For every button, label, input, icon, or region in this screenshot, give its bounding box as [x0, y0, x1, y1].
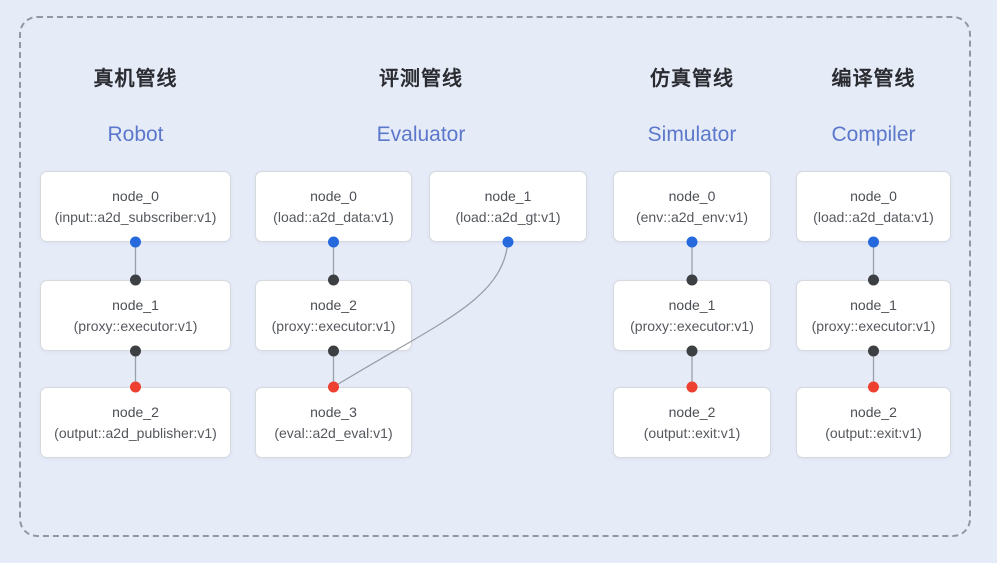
node-name: node_2	[850, 403, 897, 420]
node-name: node_3	[310, 403, 357, 420]
node-box-simulator-node2: node_2 (output::exit:v1)	[613, 387, 771, 458]
node-name: node_2	[668, 403, 716, 420]
node-box-compiler-node2: node_2 (output::exit:v1)	[796, 387, 951, 458]
node-type: (output::a2d_publisher:v1)	[54, 424, 217, 441]
node-box-simulator-node1: node_1 (proxy::executor:v1)	[613, 280, 771, 351]
node-type: (output::exit:v1)	[825, 424, 922, 441]
node-box-compiler-node1: node_1 (proxy::executor:v1)	[796, 280, 951, 351]
node-type: (proxy::executor:v1)	[811, 317, 936, 334]
node-name: node_0	[112, 187, 159, 204]
pipeline-title-zh-compiler: 编译管线	[831, 68, 916, 90]
pipeline-title-en-evaluator: Evaluator	[376, 123, 466, 146]
node-box-compiler-node0: node_0 (load::a2d_data:v1)	[796, 171, 951, 242]
node-name: node_1	[668, 296, 716, 313]
node-box-robot-node2: node_2 (output::a2d_publisher:v1)	[40, 387, 231, 458]
node-name: node_2	[310, 296, 357, 313]
node-box-evaluator-node3: node_3 (eval::a2d_eval:v1)	[255, 387, 412, 458]
pipeline-title-en-compiler: Compiler	[831, 123, 916, 146]
node-box-simulator-node0: node_0 (env::a2d_env:v1)	[613, 171, 771, 242]
dashed-border-frame	[19, 16, 971, 537]
node-name: node_0	[310, 187, 357, 204]
node-name: node_1	[484, 187, 532, 204]
node-type: (eval::a2d_eval:v1)	[274, 424, 393, 441]
node-name: node_1	[112, 296, 159, 313]
pipeline-title-zh-robot: 真机管线	[93, 68, 178, 90]
pipeline-title-en-robot: Robot	[107, 123, 164, 146]
node-name: node_0	[850, 187, 897, 204]
node-type: (proxy::executor:v1)	[630, 317, 754, 334]
node-type: (env::a2d_env:v1)	[635, 208, 749, 225]
node-box-evaluator-node2: node_2 (proxy::executor:v1)	[255, 280, 412, 351]
node-name: node_2	[112, 403, 159, 420]
node-type: (proxy::executor:v1)	[271, 317, 396, 334]
node-type: (output::exit:v1)	[643, 424, 741, 441]
node-box-evaluator-node1: node_1 (load::a2d_gt:v1)	[429, 171, 587, 242]
node-box-robot-node1: node_1 (proxy::executor:v1)	[40, 280, 231, 351]
node-box-evaluator-node0: node_0 (load::a2d_data:v1)	[255, 171, 412, 242]
node-type: (load::a2d_gt:v1)	[455, 208, 561, 225]
pipeline-title-zh-simulator: 仿真管线	[650, 68, 734, 90]
node-type: (load::a2d_data:v1)	[813, 208, 934, 225]
pipeline-title-en-simulator: Simulator	[647, 123, 737, 146]
pipeline-title-zh-evaluator: 评测管线	[379, 68, 463, 90]
node-name: node_0	[668, 187, 716, 204]
node-type: (load::a2d_data:v1)	[273, 208, 394, 225]
node-box-robot-node0: node_0 (input::a2d_subscriber:v1)	[40, 171, 231, 242]
node-type: (input::a2d_subscriber:v1)	[54, 208, 217, 225]
node-type: (proxy::executor:v1)	[73, 317, 198, 334]
node-name: node_1	[850, 296, 897, 313]
